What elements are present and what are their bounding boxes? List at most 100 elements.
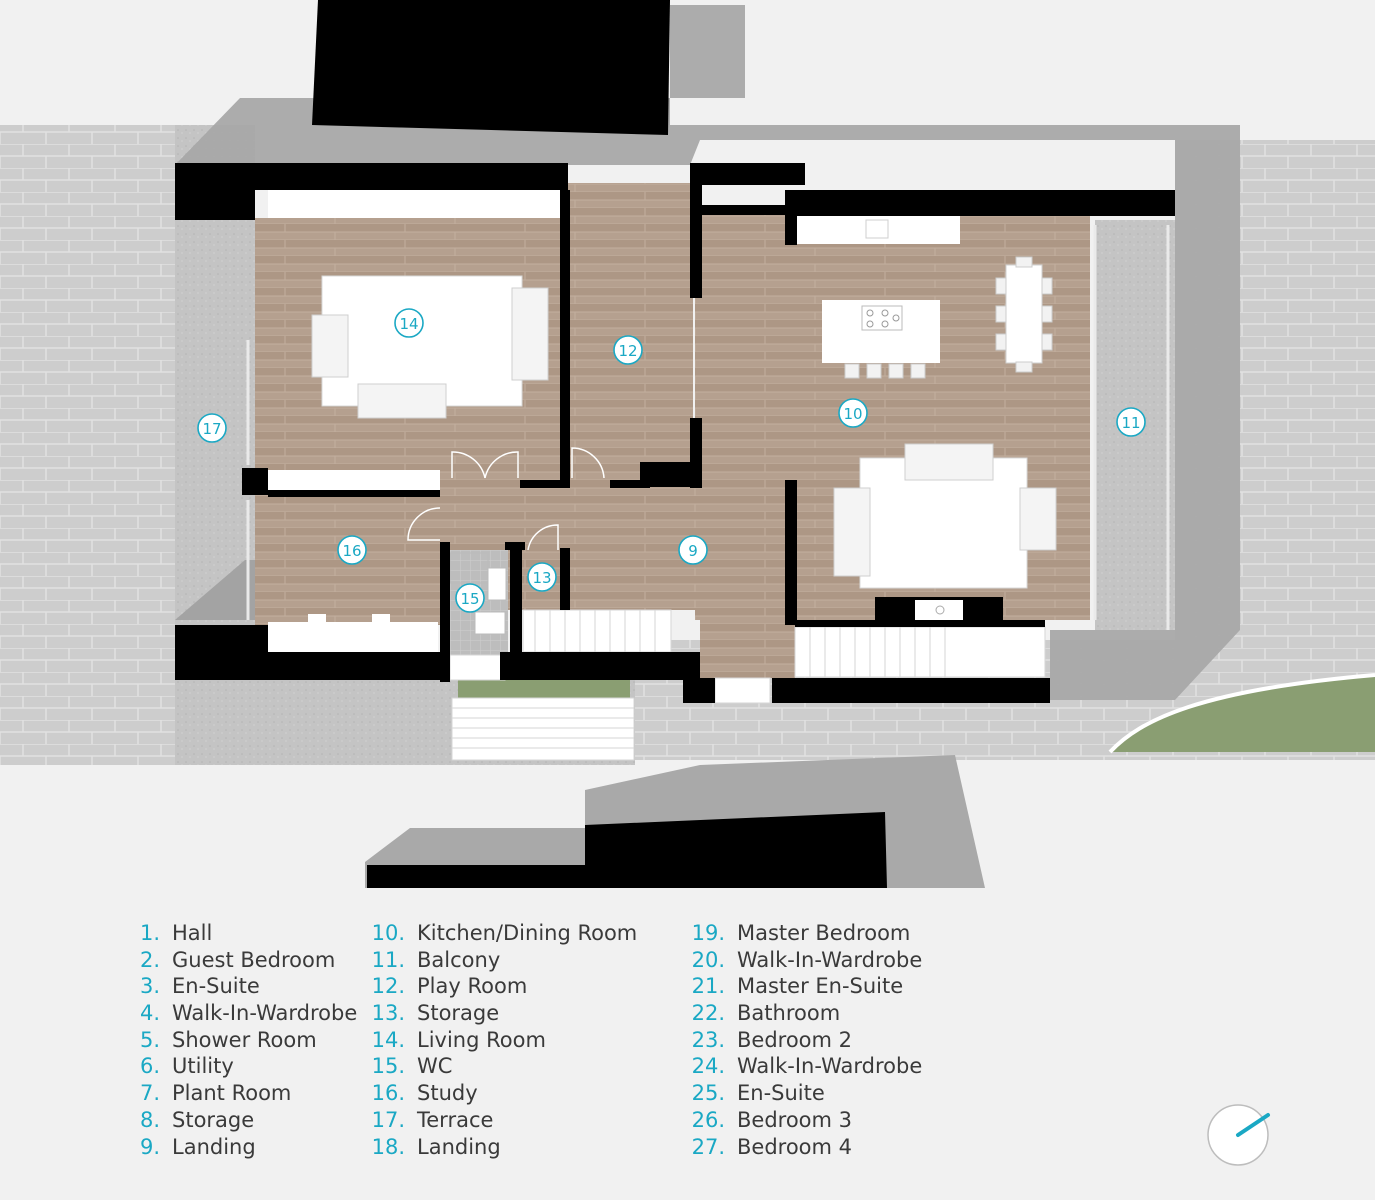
neighbour-building-bottom bbox=[367, 812, 887, 888]
legend-label: Bathroom bbox=[737, 1001, 841, 1026]
legend-number: 6. bbox=[139, 1054, 160, 1079]
legend-number: 18. bbox=[371, 1134, 405, 1159]
legend-item: 21.Master En-Suite bbox=[690, 973, 922, 1000]
room-tag-14: 14 bbox=[394, 308, 424, 338]
sofa-kitchen-top bbox=[904, 443, 994, 481]
stairs-main bbox=[522, 609, 672, 653]
legend-number: 25. bbox=[691, 1081, 725, 1106]
stairs-entrance bbox=[451, 697, 635, 761]
svg-text:16: 16 bbox=[342, 542, 361, 560]
living-cabinet bbox=[268, 190, 560, 218]
legend-label: Guest Bedroom bbox=[172, 947, 336, 972]
legend-item: 4.Walk-In-Wardrobe bbox=[138, 1000, 357, 1027]
legend-number: 23. bbox=[691, 1027, 725, 1052]
legend-label: Hall bbox=[172, 921, 213, 945]
room-tags: 9 10 11 12 13 14 15 16 17 bbox=[197, 308, 1146, 613]
legend-number: 27. bbox=[691, 1134, 725, 1159]
legend-label: Play Room bbox=[417, 974, 528, 999]
roof-shadow-top bbox=[175, 5, 1240, 700]
legend-number: 7. bbox=[139, 1081, 160, 1106]
legend-number: 12. bbox=[371, 974, 405, 999]
legend-number: 8. bbox=[139, 1107, 160, 1132]
legend-number: 10. bbox=[371, 921, 405, 945]
svg-text:14: 14 bbox=[399, 315, 418, 333]
legend-number: 17. bbox=[371, 1107, 405, 1132]
legend-label: Landing bbox=[417, 1134, 501, 1159]
legend-item: 15. WC bbox=[370, 1053, 637, 1080]
legend-label: Balcony bbox=[417, 947, 501, 972]
legend-item: 11.Balcony bbox=[370, 947, 637, 974]
sofa-living-right bbox=[511, 287, 549, 381]
legend-number: 1. bbox=[139, 921, 160, 945]
svg-text:10: 10 bbox=[843, 405, 862, 423]
legend-item: 18. Landing bbox=[370, 1134, 637, 1161]
legend-number: 15. bbox=[371, 1054, 405, 1079]
north-arrow-icon bbox=[1207, 1104, 1270, 1166]
legend-number: 22. bbox=[691, 1001, 725, 1026]
svg-text:9: 9 bbox=[688, 542, 698, 560]
glazing bbox=[246, 225, 1170, 630]
sofa-living-left bbox=[311, 314, 349, 378]
walls bbox=[175, 163, 1175, 703]
legend-label: Bedroom 4 bbox=[737, 1134, 853, 1159]
legend-item: 22. Bathroom bbox=[690, 1000, 922, 1027]
planter-grass bbox=[458, 680, 630, 698]
legend-label: Study bbox=[417, 1081, 478, 1106]
legend-number: 9. bbox=[139, 1134, 160, 1159]
dining-table bbox=[1005, 264, 1043, 364]
legend-number: 16. bbox=[371, 1081, 405, 1106]
legend-label: Master Bedroom bbox=[737, 921, 911, 945]
legend-item: 7.Plant Room bbox=[138, 1080, 357, 1107]
legend-item: 5.Shower Room bbox=[138, 1027, 357, 1054]
legend-number: 20. bbox=[691, 947, 725, 972]
room-tag-13: 13 bbox=[527, 562, 557, 592]
legend-label: Landing bbox=[172, 1134, 256, 1159]
svg-text:12: 12 bbox=[618, 342, 637, 360]
legend-item: 12. Play Room bbox=[370, 973, 637, 1000]
legend-item: 26. Bedroom 3 bbox=[690, 1107, 922, 1134]
room-tag-10: 10 bbox=[838, 398, 868, 428]
floor-landing-lower bbox=[700, 600, 795, 678]
floor-plan: 9 10 11 12 13 14 15 16 17 bbox=[0, 0, 1375, 888]
study-desk bbox=[268, 622, 438, 652]
svg-text:17: 17 bbox=[202, 420, 221, 438]
legend-number: 14. bbox=[371, 1027, 405, 1052]
legend-label: Master En-Suite bbox=[737, 974, 904, 999]
legend-number: 4. bbox=[139, 1001, 160, 1026]
legend-label: Utility bbox=[172, 1054, 234, 1079]
room-tag-15: 15 bbox=[455, 583, 485, 613]
floor-play bbox=[568, 183, 693, 483]
legend-number: 26. bbox=[691, 1107, 725, 1132]
grass-patch bbox=[1110, 675, 1375, 752]
room-tag-12: 12 bbox=[613, 335, 643, 365]
sofa-kitchen-left bbox=[833, 487, 871, 577]
legend-item: 13.Storage bbox=[370, 1000, 637, 1027]
legend-item: 27. Bedroom 4 bbox=[690, 1134, 922, 1161]
legend-number: 5. bbox=[139, 1027, 160, 1052]
legend-item: 2. Guest Bedroom bbox=[138, 947, 357, 974]
stairs-right bbox=[794, 626, 1046, 678]
sofa-living-bottom bbox=[357, 383, 447, 419]
room-tag-11: 11 bbox=[1116, 407, 1146, 437]
legend-number: 3. bbox=[139, 974, 160, 999]
legend-label: Bedroom 2 bbox=[737, 1027, 853, 1052]
legend-label: Bedroom 3 bbox=[737, 1107, 853, 1132]
legend-label: WC bbox=[417, 1054, 453, 1079]
neighbour-building-top bbox=[312, 0, 670, 135]
legend-number: 19. bbox=[691, 921, 725, 945]
legend-item: 25. En-Suite bbox=[690, 1080, 922, 1107]
svg-text:15: 15 bbox=[460, 590, 479, 608]
legend-label: En-Suite bbox=[737, 1081, 825, 1106]
legend-number: 2. bbox=[139, 947, 160, 972]
legend-number: 24. bbox=[691, 1054, 725, 1079]
legend-item: 9. Landing bbox=[138, 1134, 357, 1161]
legend-label: Walk-In-Wardrobe bbox=[737, 947, 923, 972]
room-tag-9: 9 bbox=[678, 535, 708, 565]
legend-label: En-Suite bbox=[172, 974, 260, 999]
legend-item: 24. Walk-In-Wardrobe bbox=[690, 1053, 923, 1080]
legend-label: Walk-In-Wardrobe bbox=[737, 1054, 923, 1079]
legend-item: 1. Hall bbox=[138, 920, 357, 947]
